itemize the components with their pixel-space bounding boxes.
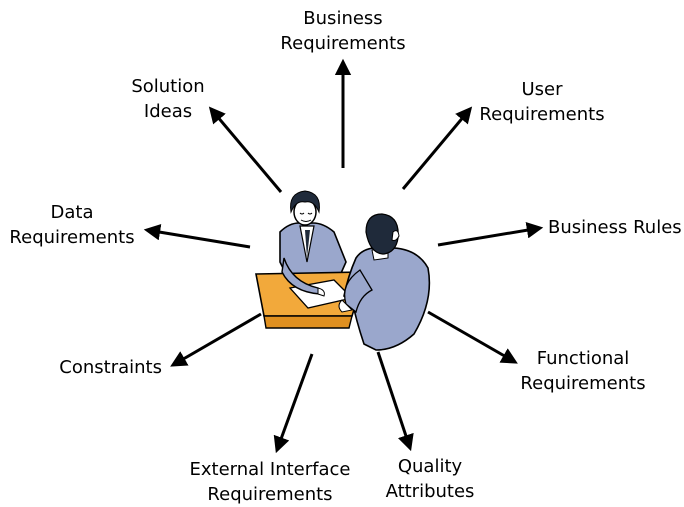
- label-external-interface-requirements: External Interface Requirements: [189, 459, 351, 505]
- meeting-illustration: [255, 190, 431, 351]
- woman-tie: [305, 230, 310, 258]
- arrows: [143, 58, 544, 454]
- arrow-functional-requirements: [427, 310, 518, 364]
- label-quality-attributes: Quality Attributes: [385, 456, 475, 502]
- label-constraints: Constraints: [59, 357, 162, 378]
- label-functional-requirements: Functional Requirements: [520, 348, 646, 394]
- label-user-requirements: User Requirements: [479, 79, 605, 125]
- arrow-constraints: [170, 312, 262, 367]
- arrow-business-rules: [437, 222, 544, 247]
- arrow-data-requirements: [143, 224, 251, 249]
- arrow-solution-ideas: [208, 106, 283, 193]
- table-edge: [263, 315, 353, 329]
- woman-hair: [290, 190, 320, 214]
- arrow-external-interface-requirements: [273, 353, 314, 454]
- label-data-requirements: Data Requirements: [9, 202, 135, 248]
- label-business-requirements: Business Requirements: [280, 8, 406, 54]
- man-arm: [343, 269, 373, 314]
- label-solution-ideas: Solution Ideas: [131, 76, 205, 122]
- arrow-quality-attributes: [376, 351, 414, 452]
- label-business-rules: Business Rules: [548, 217, 682, 238]
- arrow-user-requirements: [401, 106, 473, 190]
